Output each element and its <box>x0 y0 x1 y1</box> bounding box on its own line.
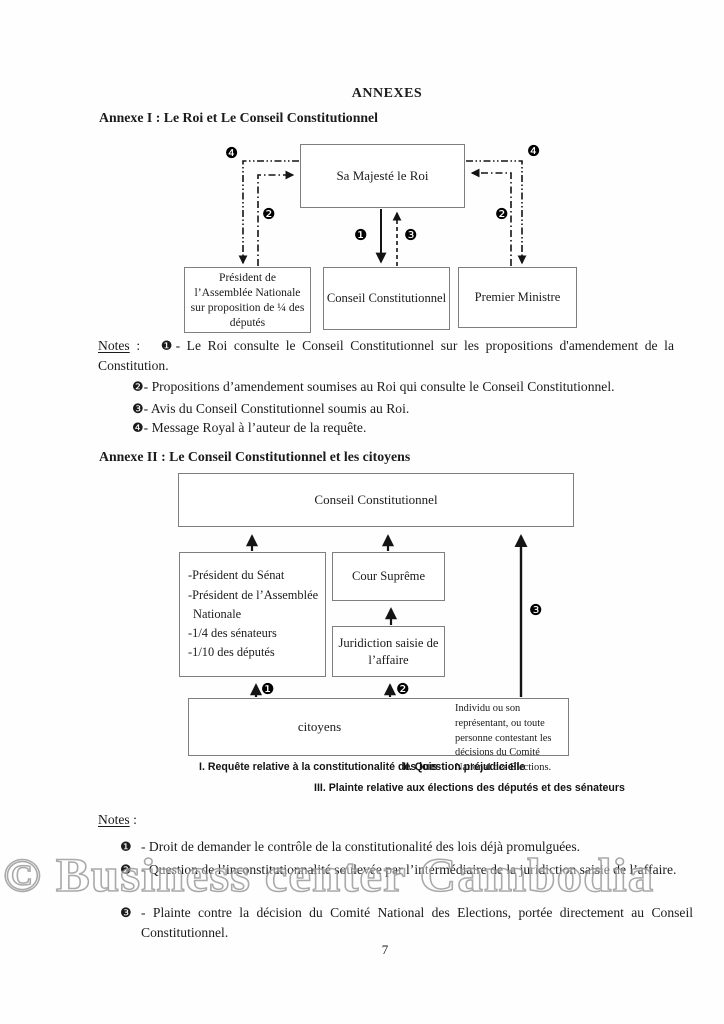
requerant-line: Nationale <box>193 606 242 621</box>
box-premier-ministre-label: Premier Ministre <box>474 290 561 304</box>
note2-bullet-3-icon: ❸ <box>120 906 132 921</box>
annexe2-notes-label: Notes : <box>98 812 137 827</box>
caption-plainte: III. Plainte relative aux élections des … <box>314 782 625 794</box>
annexe1-note-2-text: - Propositions d’amendement soumises au … <box>143 379 615 394</box>
note-bullet-4-icon: ❹ <box>132 421 144 436</box>
annexe1-note-2: ❷- Propositions d’amendement soumises au… <box>132 379 615 395</box>
requerant-line: -1/10 des députés <box>188 645 275 660</box>
annexe1-note-1-text: - Le Roi consulte le Conseil Constitutio… <box>98 338 674 374</box>
note2-bullet-1-icon: ❶ <box>120 840 132 855</box>
box-juridiction: Juridiction saisie de l’affaire <box>332 626 445 677</box>
box-requerants: -Président du Sénat -Président de l’Asse… <box>179 552 326 677</box>
box-conseil-constitutionnel-1: Conseil Constitutionnel <box>323 267 450 330</box>
box-conseil-1-label: Conseil Constitutionnel <box>326 291 447 305</box>
arrow-4-right <box>466 160 527 265</box>
requerant-line: -Président de l’Assemblée <box>188 587 319 602</box>
caption-requete: I. Requête relative à la constitutionali… <box>199 761 438 773</box>
note-bullet-3-icon: ❸ <box>132 402 144 417</box>
box-president-assemblee-label: Président de l’Assemblée Nationale sur p… <box>190 270 305 330</box>
box-premier-ministre: Premier Ministre <box>458 267 577 328</box>
marker-4-left-icon: ❹ <box>225 144 239 162</box>
box-requerants-lines: -Président du Sénat -Président de l’Asse… <box>188 566 318 662</box>
annexe1-note-1: Notes : ❶- Le Roi consulte le Conseil Co… <box>98 336 674 376</box>
note2-bullet-2-icon: ❷ <box>120 863 132 878</box>
page-number: 7 <box>381 942 389 957</box>
annexe1-note-4: ❹- Message Royal à l’auteur de la requêt… <box>132 420 366 436</box>
box-citoyens-label: citoyens <box>297 719 342 734</box>
annexe2-note-3: ❸ - Plainte contre la décision du Comité … <box>120 903 693 944</box>
box-citoyens: citoyens Individu ou son représentant, o… <box>188 698 569 773</box>
requerant-line: -1/4 des sénateurs <box>188 626 277 641</box>
annexe2-note-2: ❷ - Question de l’inconstitutionnalité so… <box>120 860 693 880</box>
box-juridiction-label: Juridiction saisie de l’affaire <box>338 635 439 667</box>
annexe1-notes-label: Notes : <box>98 338 141 353</box>
marker-2-left-icon: ❷ <box>262 205 276 223</box>
marker-2-right-icon: ❷ <box>495 205 509 223</box>
annexe2-note-2-text: - Question de l’inconstitutionnalité sou… <box>141 862 677 877</box>
caption-question: II. Question préjudicielle <box>403 761 526 773</box>
box-conseil-constitutionnel-2: Conseil Constitutionnel <box>178 473 574 527</box>
marker-3-icon: ❸ <box>404 226 418 244</box>
box-roi-label: Sa Majesté le Roi <box>336 168 429 183</box>
annexe1-note-4-text: - Message Royal à l’auteur de la requête… <box>143 420 367 435</box>
marker2-1-icon: ❶ <box>261 680 275 698</box>
page-title: ANNEXES <box>351 86 423 101</box>
box-conseil-2-label: Conseil Constitutionnel <box>314 492 438 507</box>
requerant-line: -Président du Sénat <box>188 568 285 583</box>
box-individu-text: Individu ou son représentant, ou toute p… <box>455 703 552 774</box>
box-roi: Sa Majesté le Roi <box>300 144 465 208</box>
annexe2-note-1: ❶ - Droit de demander le contrôle de la c… <box>120 837 693 857</box>
annexe2-note-1-text: - Droit de demander le contrôle de la co… <box>141 839 581 854</box>
box-cour-supreme: Cour Suprême <box>332 552 445 601</box>
box-president-assemblee: Président de l’Assemblée Nationale sur p… <box>184 267 311 333</box>
note-bullet-1-icon: ❶ <box>160 339 176 354</box>
marker-4-right-icon: ❹ <box>527 142 541 160</box>
annexe1-note-3-text: - Avis du Conseil Constitutionnel soumis… <box>143 401 410 416</box>
annexe2-heading: Annexe II : Le Conseil Constitutionnel e… <box>99 449 411 464</box>
annexe2-note-3-text: - Plainte contre la décision du Comité N… <box>141 905 693 941</box>
annexe1-heading: Annexe I : Le Roi et Le Conseil Constitu… <box>99 110 379 125</box>
annexe1-note-3: ❸- Avis du Conseil Constitutionnel soumi… <box>132 401 409 417</box>
box-cour-supreme-label: Cour Suprême <box>351 569 426 583</box>
marker-1-icon: ❶ <box>354 226 368 244</box>
note-bullet-2-icon: ❷ <box>132 380 144 395</box>
marker2-2-icon: ❷ <box>396 680 410 698</box>
marker2-3-icon: ❸ <box>529 601 543 619</box>
